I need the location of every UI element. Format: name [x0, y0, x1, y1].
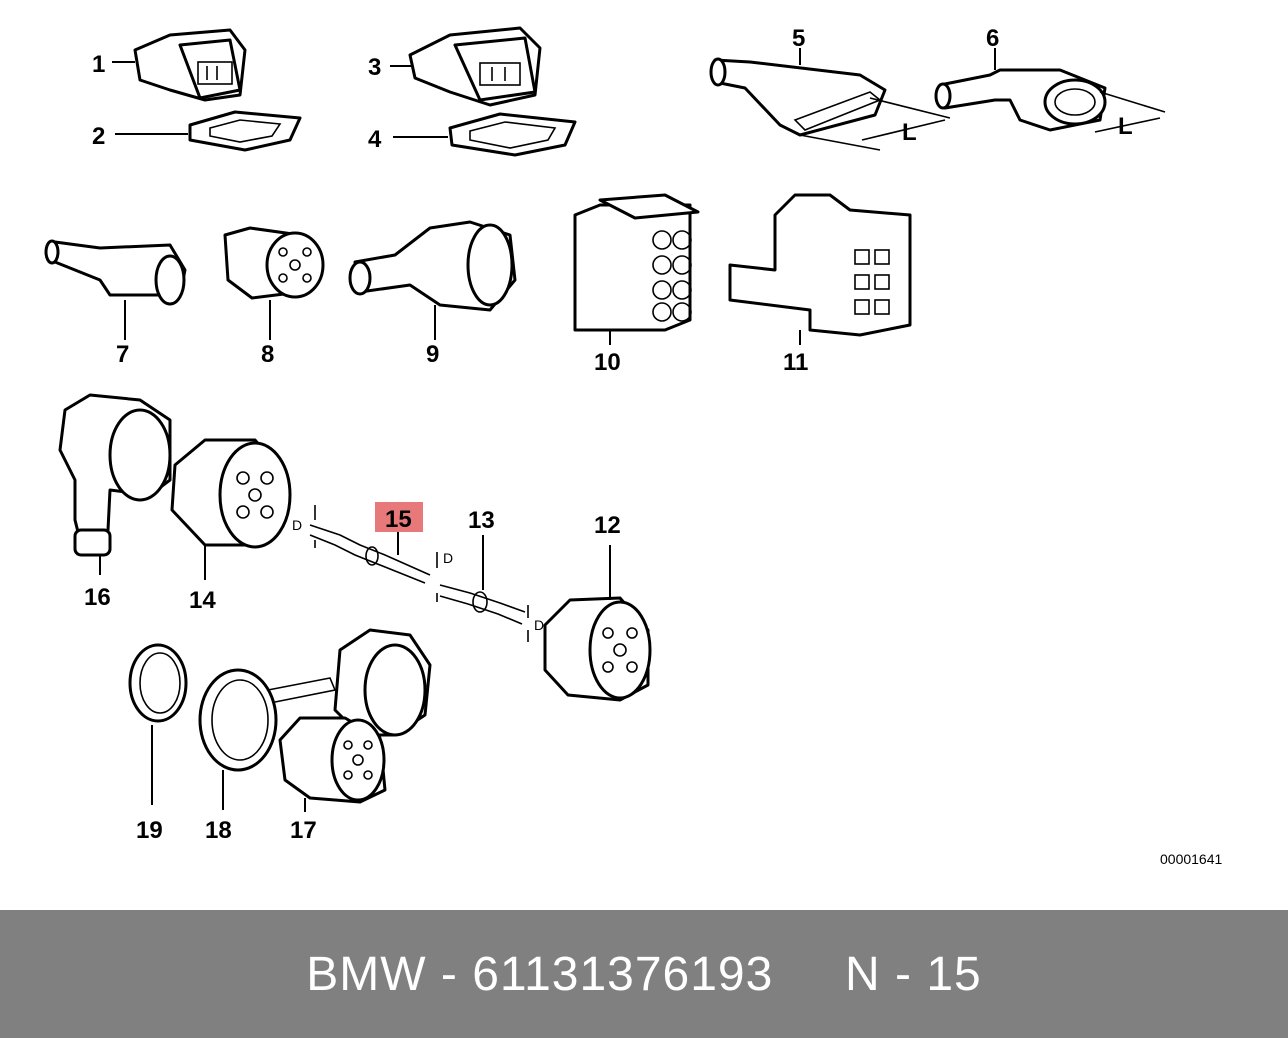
- label-2: 2: [92, 123, 105, 150]
- part-19-ring: [128, 643, 188, 805]
- parts-diagram: 1 2 3 4 5 L 6: [44, 25, 1223, 867]
- part-8-round-connector: [223, 226, 325, 340]
- label-16: 16: [84, 584, 111, 611]
- figure-number: 00001641: [1160, 851, 1223, 867]
- part-12-socket-connector: [543, 545, 652, 702]
- part-17-connector: [278, 628, 432, 812]
- label-19: 19: [136, 817, 163, 844]
- position-label: N - 15: [845, 947, 982, 1001]
- label-9: 9: [426, 341, 439, 368]
- dimension-l-5: L: [902, 119, 917, 146]
- label-7: 7: [116, 341, 129, 368]
- part-2-gasket: [188, 110, 302, 152]
- label-3: 3: [368, 54, 381, 81]
- label-10: 10: [594, 349, 621, 376]
- label-18: 18: [205, 817, 232, 844]
- part-18-gasket-plate: [198, 668, 337, 810]
- separator: -: [440, 947, 458, 1001]
- part-10-housing: [573, 193, 700, 345]
- label-11: 11: [783, 349, 808, 376]
- footer-bar: BMW - 61131376193 N - 15: [0, 910, 1288, 1038]
- label-5: 5: [792, 25, 805, 52]
- label-12: 12: [594, 512, 621, 539]
- label-4: 4: [368, 126, 382, 153]
- part-13-socket-contact: [436, 535, 529, 642]
- dimension-l-6: L: [1118, 113, 1133, 140]
- diameter-d-13: D: [443, 550, 453, 566]
- part-1-connector: [133, 28, 247, 102]
- label-8: 8: [261, 341, 274, 368]
- part-3-connector: [408, 26, 542, 107]
- part-15-pin-contact: [309, 505, 431, 584]
- label-17: 17: [290, 817, 317, 844]
- label-6: 6: [986, 25, 999, 52]
- label-15-highlight: [375, 502, 423, 532]
- part-14-connector: [170, 438, 292, 580]
- part-16-boot: [58, 393, 172, 575]
- label-13: 13: [468, 507, 495, 534]
- part-7-sleeve: [44, 239, 187, 340]
- part-9-angled-boot: [348, 220, 517, 340]
- part-11-housing: [728, 193, 912, 345]
- brand-name: BMW: [306, 947, 427, 1001]
- label-1: 1: [92, 51, 105, 78]
- part-number: 61131376193: [472, 947, 774, 1001]
- part-4-gasket: [448, 112, 577, 157]
- label-14: 14: [189, 587, 216, 614]
- part-5-boot: [709, 48, 951, 151]
- footer-caption: BMW - 61131376193 N - 15: [306, 947, 981, 1002]
- label-15: 15: [385, 506, 412, 533]
- part-6-boot: [934, 48, 1166, 133]
- diameter-d-12: D: [534, 617, 544, 633]
- diameter-d-15: D: [292, 517, 302, 533]
